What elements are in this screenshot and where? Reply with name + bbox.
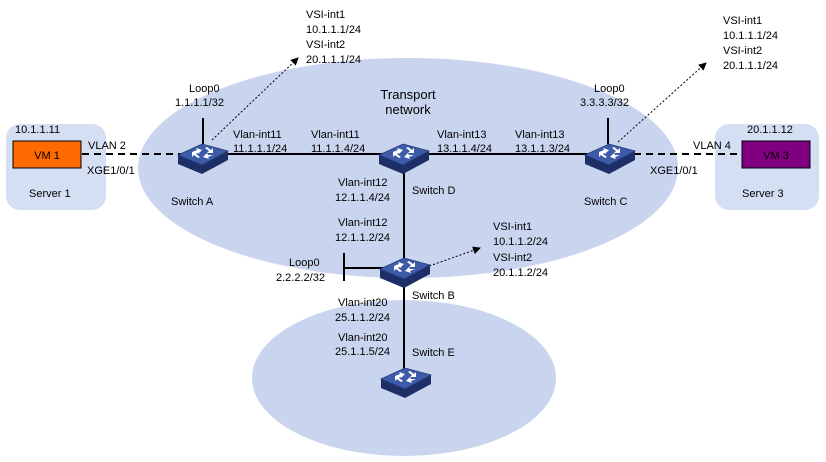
- vm-1: [12, 140, 82, 169]
- loop-c-ip: 3.3.3.3/32: [580, 97, 629, 109]
- vsi-c-int2: VSI-int2: [723, 45, 762, 57]
- loop-a-ip: 1.1.1.1/32: [175, 97, 224, 109]
- server-1-name: Server 1: [29, 188, 71, 200]
- vm-3-label: VM 3: [763, 150, 789, 162]
- vsi-a-int1: VSI-int1: [306, 9, 345, 21]
- if-d-c-ip-c: 13.1.1.3/24: [515, 143, 570, 155]
- vsi-b-ip1: 10.1.1.2/24: [493, 236, 548, 248]
- if-b-e-ip-e: 25.1.1.5/24: [335, 346, 390, 358]
- server-3-vlan: VLAN 4: [693, 140, 731, 152]
- vsi-b-int2: VSI-int2: [493, 252, 532, 264]
- if-a-d-name-a: Vlan-int11: [233, 129, 282, 141]
- switch-e-name: Switch E: [412, 347, 455, 359]
- vsi-a-ip2: 20.1.1.1/24: [306, 54, 361, 66]
- switch-a-name: Switch A: [171, 196, 214, 208]
- server-3-ip: 20.1.1.12: [747, 124, 793, 136]
- vsi-a-ip1: 10.1.1.1/24: [306, 24, 361, 36]
- if-d-b-ip-d: 12.1.1.4/24: [335, 192, 390, 204]
- if-d-c-ip-d: 13.1.1.4/24: [437, 143, 492, 155]
- vsi-c-ip2: 20.1.1.1/24: [723, 60, 778, 72]
- vsi-c-ip1: 10.1.1.1/24: [723, 30, 778, 42]
- loop-b-label: Loop0: [289, 257, 320, 269]
- vsi-c-int1: VSI-int1: [723, 15, 762, 27]
- network-links: [200, 153, 610, 370]
- server-1-vlan: VLAN 2: [88, 140, 126, 152]
- if-b-e-name-e: Vlan-int20: [338, 332, 388, 344]
- if-d-b-name-d: Vlan-int12: [338, 177, 388, 189]
- if-d-c-name-c: Vlan-int13: [515, 129, 565, 141]
- if-d-c-name-d: Vlan-int13: [437, 129, 487, 141]
- loop-a-label: Loop0: [189, 83, 220, 95]
- if-b-e-name-b: Vlan-int20: [338, 297, 388, 309]
- transport-label-line2: network: [385, 102, 431, 117]
- if-d-b-name-b: Vlan-int12: [338, 217, 388, 229]
- vsi-b-ip2: 20.1.1.2/24: [493, 267, 548, 279]
- server-1-port: XGE1/0/1: [87, 165, 135, 177]
- if-d-b-ip-b: 12.1.1.2/24: [335, 232, 390, 244]
- switch-b-name: Switch B: [412, 290, 455, 302]
- vm-1-label: VM 1: [34, 150, 60, 162]
- switch-d-name: Switch D: [412, 185, 455, 197]
- if-a-d-ip-a: 11.1.1.1/24: [233, 143, 287, 155]
- vsi-a-int2: VSI-int2: [306, 39, 345, 51]
- if-a-d-name-d: Vlan-int11: [311, 129, 360, 141]
- server-3-name: Server 3: [742, 188, 784, 200]
- transport-label-line1: Transport: [380, 87, 436, 102]
- server-1-ip: 10.1.1.11: [15, 124, 60, 136]
- vsi-arrows: [211, 57, 707, 271]
- vm-3: [741, 140, 811, 169]
- server-3-port: XGE1/0/1: [650, 165, 698, 177]
- loop-b-ip: 2.2.2.2/32: [276, 272, 325, 284]
- if-a-d-ip-d: 11.1.1.4/24: [311, 143, 365, 155]
- vsi-b-int1: VSI-int1: [493, 221, 532, 233]
- loop-c-label: Loop0: [594, 83, 625, 95]
- if-b-e-ip-b: 25.1.1.2/24: [335, 312, 390, 324]
- switch-c-name: Switch C: [584, 196, 627, 208]
